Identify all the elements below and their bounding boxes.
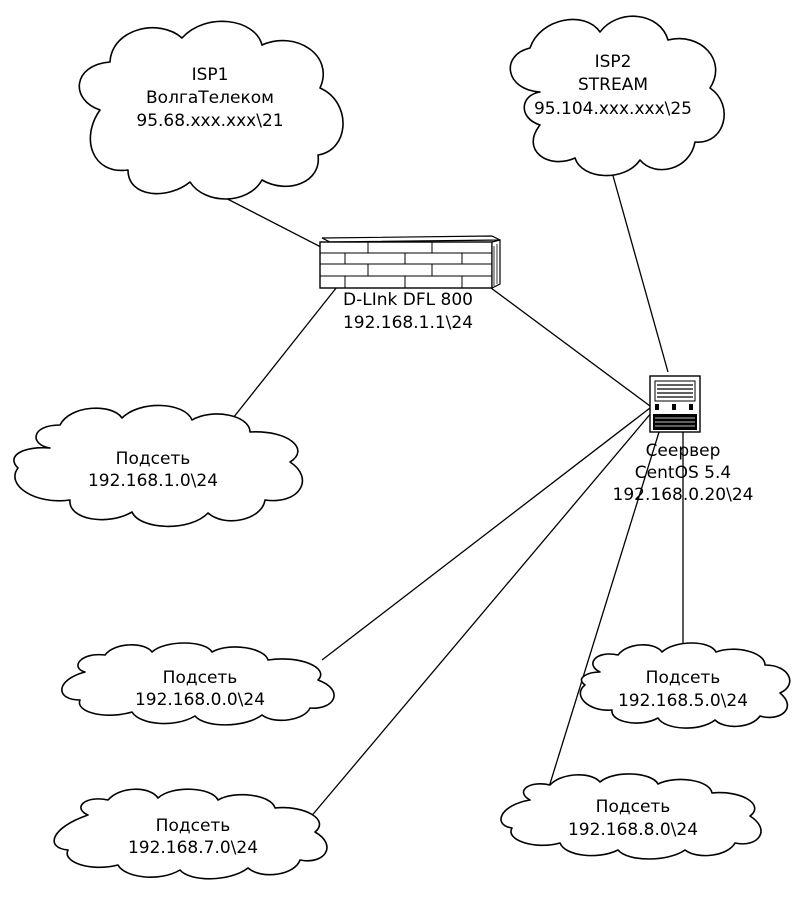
isp2-cloud: ISP2 STREAM 95.104.xxx.xxx\25 — [509, 15, 725, 177]
firewall-icon — [319, 235, 501, 289]
subnet-7-label: Подсеть — [156, 816, 231, 836]
subnet-1-cloud-shape — [13, 404, 304, 528]
subnet-1-label: Подсеть — [116, 449, 191, 469]
link-server-subnet0 — [321, 407, 651, 661]
subnet-7-cloud-shape — [53, 788, 328, 880]
isp1-address: 95.68.xxx.xxx\21 — [136, 111, 283, 131]
subnet-5-cloud: Подсеть 192.168.5.0\24 — [579, 642, 791, 729]
firewall-address: 192.168.1.1\24 — [343, 313, 473, 333]
subnet-0-cloud: Подсеть 192.168.0.0\24 — [61, 642, 335, 726]
link-firewall-subnet1 — [217, 267, 353, 438]
subnet-5-label: Подсеть — [646, 668, 721, 688]
server-name: Сеервер — [646, 441, 721, 461]
isp1-provider: ВолгаТелеком — [146, 88, 274, 108]
subnet-8-cloud: Подсеть 192.168.8.0\24 — [500, 773, 762, 860]
subnet-8-cloud-shape — [500, 773, 762, 860]
subnet-5-cloud-shape — [579, 642, 791, 729]
subnet-1-address: 192.168.1.0\24 — [88, 471, 218, 491]
subnet-7-address: 192.168.7.0\24 — [128, 838, 258, 858]
subnet-5-address: 192.168.5.0\24 — [618, 691, 748, 711]
isp1-name: ISP1 — [192, 65, 229, 85]
isp2-name: ISP2 — [595, 52, 632, 72]
subnet-1-cloud: Подсеть 192.168.1.0\24 — [13, 404, 304, 528]
server-address: 192.168.0.20\24 — [613, 485, 754, 505]
isp2-cloud-shape — [509, 15, 725, 177]
isp2-provider: STREAM — [578, 75, 648, 95]
link-isp2-server — [609, 164, 669, 373]
subnet-0-label: Подсеть — [163, 668, 238, 688]
link-server-subnet8 — [539, 415, 665, 817]
subnet-0-address: 192.168.0.0\24 — [135, 690, 265, 710]
subnet-8-address: 192.168.8.0\24 — [568, 820, 698, 840]
firewall-model: D-LInk DFL 800 — [343, 290, 473, 310]
server-device: Сеервер CentOS 5.4 192.168.0.20\24 — [613, 375, 754, 505]
subnet-7-cloud: Подсеть 192.168.7.0\24 — [53, 788, 328, 880]
server-icon — [649, 375, 701, 433]
link-server-subnet7 — [297, 411, 653, 833]
subnet-0-cloud-shape — [61, 642, 335, 726]
isp2-address: 95.104.xxx.xxx\25 — [534, 99, 692, 119]
subnet-8-label: Подсеть — [596, 797, 671, 817]
isp1-cloud-shape — [78, 20, 344, 200]
isp1-cloud: ISP1 ВолгаТелеком 95.68.xxx.xxx\21 — [78, 20, 344, 200]
firewall-device: D-LInk DFL 800 192.168.1.1\24 — [319, 235, 501, 333]
server-os: CentOS 5.4 — [635, 463, 731, 483]
